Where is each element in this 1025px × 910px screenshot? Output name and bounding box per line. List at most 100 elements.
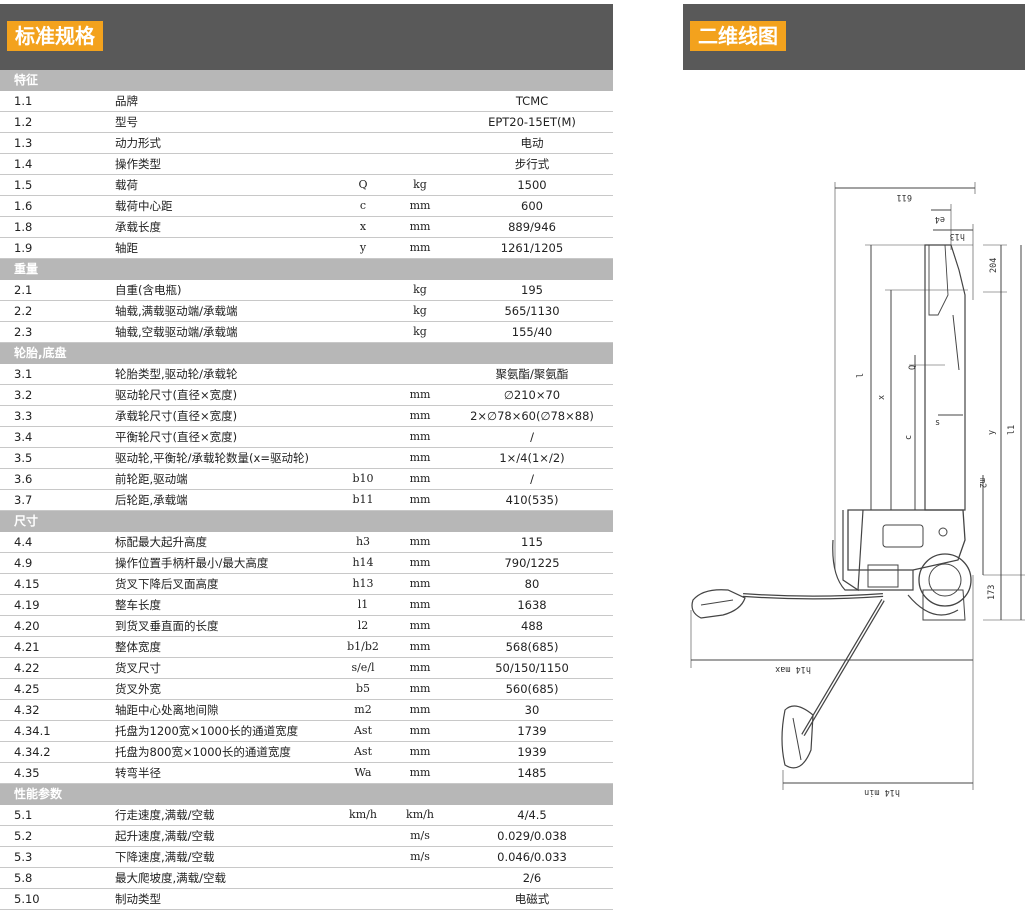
spec-unit: mm <box>409 577 431 590</box>
spec-value: 115 <box>521 535 543 549</box>
spec-name: 轴距 <box>115 241 138 255</box>
spec-value: TCMC <box>515 94 549 108</box>
spec-symbol: Wa <box>354 766 372 779</box>
spec-code: 3.4 <box>14 430 33 444</box>
label-m2: m2 <box>977 478 987 488</box>
spec-value: 聚氨酯/聚氨酯 <box>495 367 569 381</box>
spec-unit: mm <box>409 472 431 485</box>
spec-unit: mm <box>409 724 431 737</box>
spec-header-title: 标准规格 <box>7 21 103 51</box>
spec-symbol: b11 <box>352 493 374 506</box>
spec-value: EPT20-15ET(M) <box>488 115 576 129</box>
spec-name: 自重(含电瓶) <box>115 283 182 297</box>
spec-value: / <box>530 430 534 444</box>
spec-unit: kg <box>413 304 427 317</box>
spec-value: 600 <box>521 199 543 213</box>
spec-value: 2×∅78×60(∅78×88) <box>470 409 594 423</box>
spec-unit: mm <box>409 409 431 422</box>
spec-name: 操作位置手柄杆最小/最大高度 <box>115 556 269 570</box>
spec-name: 下降速度,满载/空载 <box>115 850 215 864</box>
spec-symbol: c <box>359 199 367 212</box>
spec-value: 790/1225 <box>504 556 560 570</box>
section-title: 性能参数 <box>14 787 63 801</box>
spec-name: 驱动轮尺寸(直径×宽度) <box>115 388 238 402</box>
label-Q: Q <box>908 365 918 370</box>
spec-value: 2/6 <box>522 871 542 885</box>
spec-unit: mm <box>409 661 431 674</box>
label-611: 611 <box>897 192 912 202</box>
spec-symbol: Ast <box>353 745 372 758</box>
spec-unit: m/s <box>410 829 430 842</box>
section-header: 性能参数 <box>0 784 613 805</box>
spec-name: 驱动轮,平衡轮/承载轮数量(x=驱动轮) <box>115 451 309 465</box>
spec-code: 5.2 <box>14 829 33 843</box>
spec-name: 货叉外宽 <box>115 682 161 696</box>
spec-code: 2.3 <box>14 325 33 339</box>
spec-code: 5.10 <box>14 892 40 906</box>
spec-name: 转弯半径 <box>115 766 161 780</box>
spec-code: 4.9 <box>14 556 33 570</box>
spec-name: 品牌 <box>115 94 138 108</box>
spec-code: 4.4 <box>14 535 33 549</box>
label-s: s <box>935 418 940 428</box>
spec-code: 1.4 <box>14 157 33 171</box>
spec-name: 承载轮尺寸(直径×宽度) <box>115 409 238 423</box>
spec-value: 1739 <box>517 724 547 738</box>
spec-name: 托盘为1200宽×1000长的通道宽度 <box>115 724 299 738</box>
spec-value: 4/4.5 <box>517 808 547 822</box>
spec-name: 行走速度,满载/空载 <box>115 808 215 822</box>
label-e4: e4 <box>935 214 945 224</box>
spec-symbol: y <box>359 241 367 254</box>
spec-unit: mm <box>409 388 431 401</box>
spec-code: 4.32 <box>14 703 40 717</box>
spec-symbol: Q <box>358 178 368 191</box>
spec-value: 488 <box>521 619 543 633</box>
spec-unit: kg <box>413 325 427 338</box>
spec-unit: mm <box>409 493 431 506</box>
label-l1: l1 <box>1007 425 1017 435</box>
spec-code: 1.6 <box>14 199 33 213</box>
spec-value: 155/40 <box>511 325 553 339</box>
spec-symbol: m2 <box>354 703 372 716</box>
spec-name: 载荷 <box>115 178 138 192</box>
spec-symbol: Ast <box>353 724 372 737</box>
spec-unit: mm <box>409 682 431 695</box>
spec-value: 568(685) <box>505 640 559 654</box>
spec-unit: mm <box>409 745 431 758</box>
spec-symbol: b5 <box>355 682 371 695</box>
spec-value: 1×/4(1×/2) <box>499 451 565 465</box>
spec-code: 4.20 <box>14 619 40 633</box>
spec-value: 电磁式 <box>514 892 550 906</box>
label-c: c <box>904 435 914 440</box>
spec-unit: mm <box>409 199 431 212</box>
spec-symbol: h3 <box>355 535 371 548</box>
spec-value: 1261/1205 <box>500 241 564 255</box>
spec-unit: mm <box>409 535 431 548</box>
spec-code: 2.1 <box>14 283 33 297</box>
spec-name: 轴距中心处离地间隙 <box>115 703 219 717</box>
section-header: 轮胎,底盘 <box>0 343 613 364</box>
spec-value: 50/150/1150 <box>495 661 569 675</box>
spec-value: 0.029/0.038 <box>497 829 567 843</box>
spec-value: 1500 <box>517 178 547 192</box>
spec-code: 4.21 <box>14 640 40 654</box>
spec-code: 1.3 <box>14 136 33 150</box>
spec-value: 80 <box>524 577 540 591</box>
